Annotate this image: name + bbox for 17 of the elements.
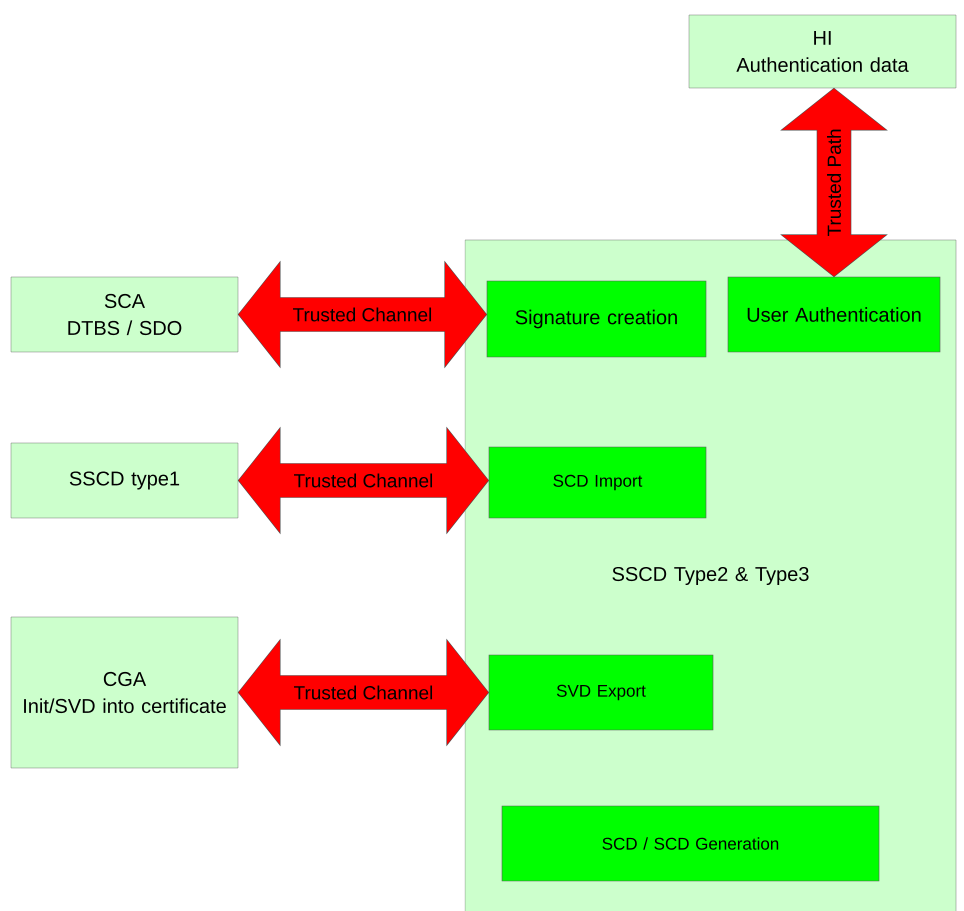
device-box: HI Authentication data bbox=[688, 14, 956, 88]
double-arrow bbox=[780, 88, 888, 278]
function-box: SCD / SCD Generation bbox=[502, 806, 880, 882]
device-box: SCA DTBS / SDO bbox=[10, 276, 238, 352]
edge-label: Trusted Channel bbox=[294, 474, 432, 488]
function-box: Signature creation bbox=[486, 280, 706, 358]
edge-label: Trusted Channel bbox=[293, 308, 432, 322]
function-box: SCD Import bbox=[488, 446, 706, 518]
double-arrow bbox=[238, 426, 490, 534]
edge-label: Trusted Channel bbox=[294, 686, 432, 700]
double-arrow bbox=[238, 638, 490, 746]
double-arrow bbox=[238, 260, 488, 368]
function-box: SVD Export bbox=[488, 654, 714, 730]
function-box: User Authentication bbox=[728, 276, 940, 352]
edge-label: Trusted Path bbox=[827, 130, 841, 236]
device-box: SSCD type1 bbox=[10, 442, 238, 518]
device-box: CGA Init/SVD into certificate bbox=[10, 616, 238, 768]
